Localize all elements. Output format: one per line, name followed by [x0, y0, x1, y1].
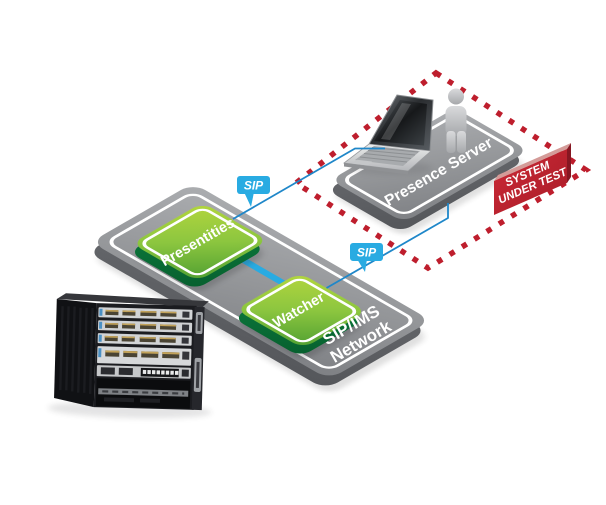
laptop-icon [342, 94, 434, 175]
sip-link-line-1 [232, 147, 385, 220]
sip-tag-2-label: SIP [357, 246, 377, 260]
node-presentities [135, 206, 263, 291]
sip-tag-1-label: SIP [244, 179, 264, 193]
node-border [246, 278, 357, 343]
ribbon-right-bevel [567, 143, 571, 183]
sip-link-line-2 [326, 203, 449, 289]
chassis-io-row [96, 365, 191, 379]
chassis-image [47, 293, 212, 419]
sip-tag-1: SIP [237, 176, 270, 207]
ribbon-top-bevel [494, 143, 571, 181]
server-platform-top [336, 111, 523, 219]
chassis-wide-card [97, 346, 192, 366]
network-platform [94, 187, 425, 392]
person-icon [445, 88, 467, 153]
chassis-card-row [97, 333, 192, 346]
chassis-card-row [97, 320, 193, 333]
network-platform-border [109, 193, 413, 369]
node-watcher [238, 276, 361, 358]
system-under-test-boundary [291, 69, 592, 272]
node-border [142, 208, 258, 276]
chassis-card-row [98, 307, 193, 320]
server-platform [332, 111, 523, 234]
ribbon-face [494, 149, 567, 215]
sip-tag-2: SIP [350, 243, 383, 272]
